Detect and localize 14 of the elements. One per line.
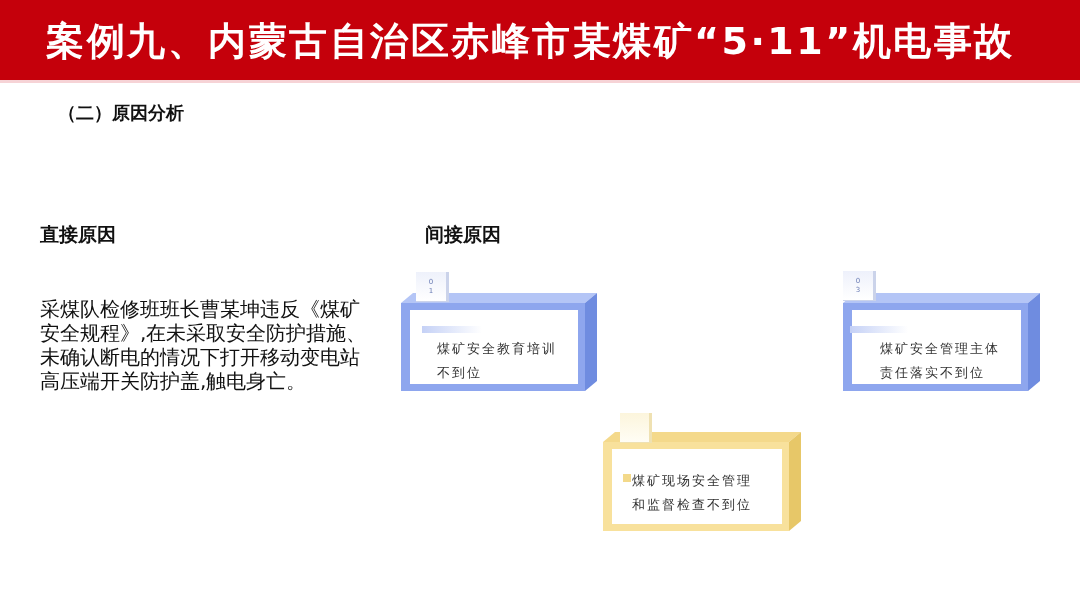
column-heading: 直接原因 <box>40 222 116 246</box>
number-tab <box>416 272 449 302</box>
card-text: 煤矿安全管理主体责任落实不到位 <box>880 340 1001 382</box>
cause-card <box>603 432 801 531</box>
card-text: 煤矿现场安全管理和监督检查不到位 <box>632 472 753 514</box>
number-tab <box>843 271 876 301</box>
card-text: 煤矿安全教育培训不到位 <box>437 340 558 382</box>
cause-card <box>401 293 597 391</box>
cause-card <box>843 293 1040 391</box>
number-tab <box>620 413 652 443</box>
column-heading: 间接原因 <box>425 222 501 246</box>
title-text: 案例九、内蒙古自治区赤峰市某煤矿“5·11”机电事故 <box>46 18 1015 64</box>
section-heading: （二）原因分析 <box>58 101 184 125</box>
cause-paragraph: 采煤队检修班班长曹某坤违反《煤矿安全规程》,在未采取安全防护措施、未确认断电的情况下打开移动变电站高压端开关防护盖,触电身亡。 <box>40 297 368 393</box>
